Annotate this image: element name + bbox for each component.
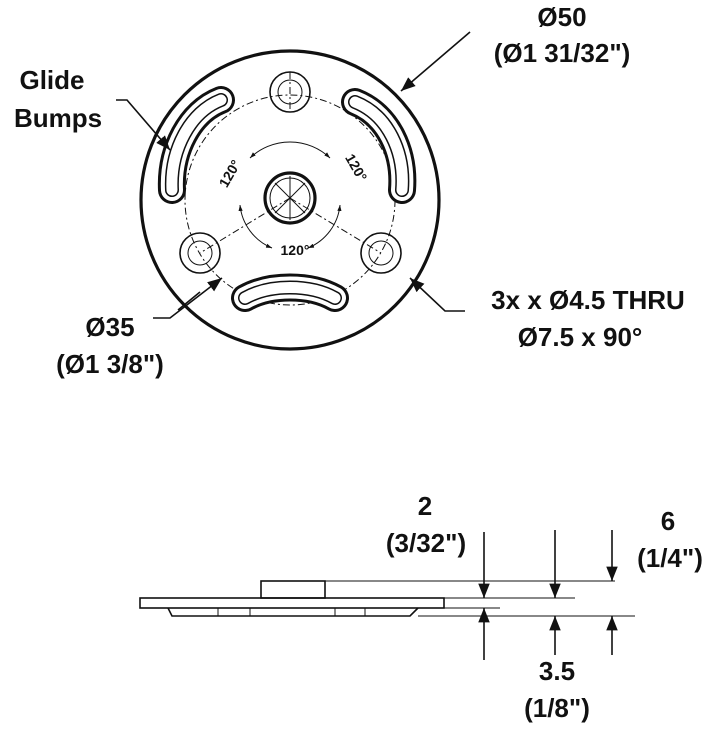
holes-leader <box>409 277 465 312</box>
top-view: 120° 120° 120° <box>116 31 471 351</box>
angle-label-left: 120° <box>215 157 243 190</box>
dim-6-label: 6 <box>661 506 675 536</box>
mounting-hole-left <box>179 232 221 274</box>
side-plate <box>139 597 445 609</box>
bolt-circle-inch-label: (Ø1 3/8") <box>56 349 164 379</box>
angle-arcs <box>238 141 342 249</box>
outer-diameter-leader <box>400 31 471 92</box>
outer-diameter-inch-label: (Ø1 31/32") <box>494 38 631 68</box>
side-glide-bumps <box>167 607 419 617</box>
glide-bumps-label-line2: Bumps <box>14 103 102 133</box>
glide-bump-left <box>157 86 235 204</box>
mounting-hole-right <box>360 232 402 274</box>
outer-diameter-label: Ø50 <box>537 2 586 32</box>
side-hub <box>260 580 326 599</box>
dim-3-5-inch-label: (1/8") <box>524 693 590 723</box>
dim-6-inch-label: (1/4") <box>637 543 703 573</box>
side-view <box>139 530 635 660</box>
dim-2-inch-label: (3/32") <box>386 528 466 558</box>
dim-2-label: 2 <box>418 491 432 521</box>
angle-label-bottom: 120° <box>281 242 310 258</box>
outer-disk <box>139 49 441 351</box>
mounting-hole-top <box>269 71 311 113</box>
holes-label-line2: Ø7.5 x 90° <box>518 322 643 352</box>
holes-label-line1: 3x x Ø4.5 THRU <box>491 285 685 315</box>
dim-3-5-label: 3.5 <box>539 656 575 686</box>
bolt-circle-label: Ø35 <box>85 312 134 342</box>
angle-label-right: 120° <box>342 151 370 184</box>
glide-bumps-label-line1: Glide <box>19 65 84 95</box>
center-hub <box>263 171 317 225</box>
glide-bump-right <box>341 88 417 204</box>
glide-bump-bottom <box>231 273 349 312</box>
bolt-circle-leader <box>153 277 223 319</box>
glide-bumps-leader <box>116 99 171 151</box>
